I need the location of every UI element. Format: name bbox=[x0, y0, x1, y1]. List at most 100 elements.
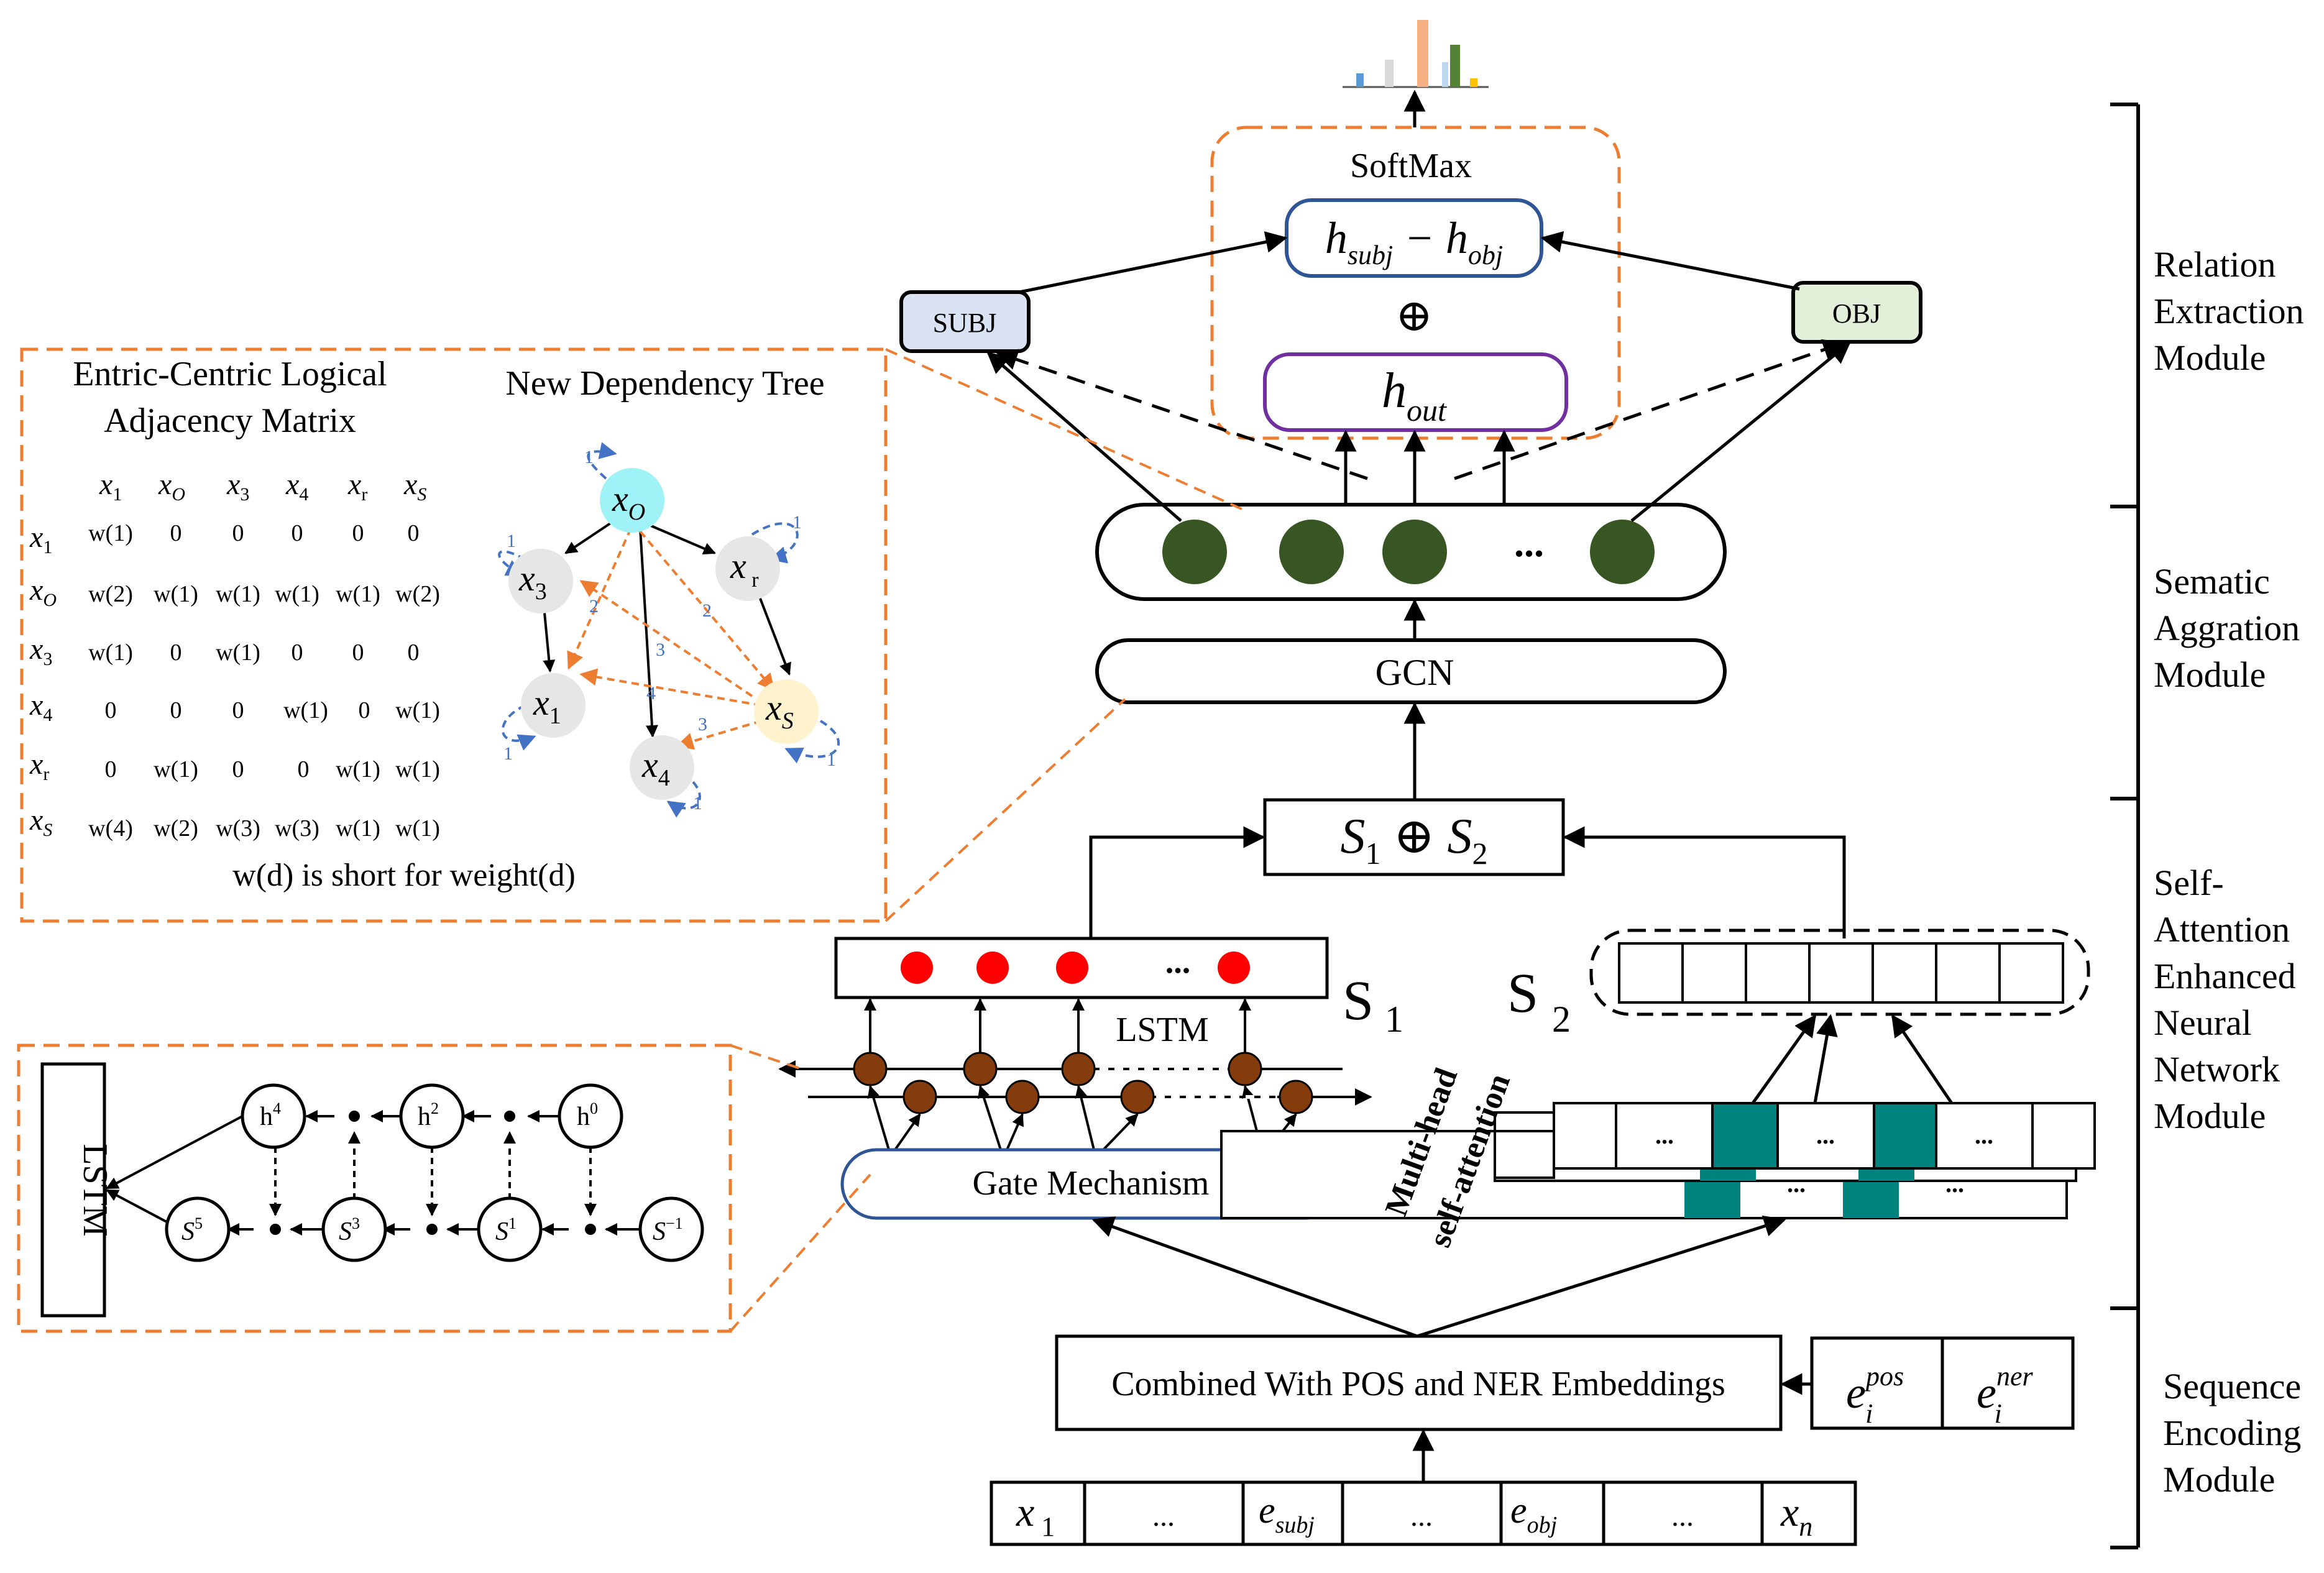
input-ellipsis-2: ... bbox=[1410, 1500, 1433, 1533]
attention-module-line1: Self- bbox=[2154, 863, 2224, 903]
lstm-back-cell-4 bbox=[1228, 1052, 1262, 1086]
lstm-fwd-cell-3 bbox=[1120, 1080, 1155, 1114]
encoding-module-line1: Sequence bbox=[2163, 1366, 2301, 1406]
weight-label: 1 bbox=[584, 447, 594, 467]
svg-text:S1: S1 bbox=[495, 1214, 517, 1246]
aggregation-module-line3: Module bbox=[2154, 654, 2266, 695]
lstm-callout-top bbox=[730, 1044, 802, 1070]
attention-module-line3: Enhanced bbox=[2154, 956, 2296, 996]
relation-module-line2: Extraction bbox=[2154, 291, 2304, 331]
matrix-cell: 0 bbox=[232, 697, 244, 723]
lstm-back-cell-2 bbox=[963, 1052, 998, 1086]
ner-embedding-box bbox=[1940, 1336, 2075, 1430]
tree-node-x3 bbox=[508, 549, 573, 613]
dash-to-obj bbox=[1454, 339, 1845, 480]
s1-subscript: 1 bbox=[1385, 999, 1403, 1040]
svg-text:xO: xO bbox=[29, 574, 57, 610]
lstm-fwd-cell-2 bbox=[1005, 1080, 1040, 1114]
lstm-detail-diagram bbox=[106, 1110, 640, 1236]
node-to-subj-arrow bbox=[986, 351, 1182, 522]
gcn-nodes-ellipsis: ... bbox=[1514, 521, 1544, 565]
attention-ellipsis-1: ... bbox=[1655, 1121, 1674, 1149]
svg-text:x1: x1 bbox=[99, 468, 122, 505]
s1-node-1 bbox=[901, 952, 933, 984]
matrix-cell: w(1) bbox=[283, 697, 328, 723]
matrix-cell: w(1) bbox=[395, 815, 440, 842]
obj-to-diff-arrow bbox=[1540, 231, 1800, 291]
lstm-forward-cells bbox=[903, 1080, 1313, 1114]
matrix-footnote: w(d) is short for weight(d) bbox=[232, 858, 576, 893]
lstm-up-arrows bbox=[864, 998, 1297, 1151]
module-bracket bbox=[2110, 103, 2140, 1549]
h2-node bbox=[399, 1083, 465, 1149]
matrix-cell: w(1) bbox=[395, 756, 440, 782]
matrix-cell: w(2) bbox=[395, 581, 440, 607]
attention-ellipsis-3: ... bbox=[1975, 1121, 1993, 1149]
matrix-cell: w(2) bbox=[88, 581, 133, 607]
svg-text:xr: xr bbox=[29, 748, 49, 784]
matrix-cell: 0 bbox=[408, 520, 420, 546]
matrix-callout-top bbox=[885, 348, 1244, 511]
tree-node-x1 bbox=[521, 673, 586, 738]
s1-node-3 bbox=[1056, 952, 1088, 984]
matrix-cell: 0 bbox=[170, 520, 182, 546]
weight-label: 1 bbox=[507, 531, 516, 551]
embedding-label: Combined With POS and NER Embeddings bbox=[1111, 1365, 1725, 1403]
svg-text:xS: xS bbox=[403, 468, 426, 505]
s1-to-merge-arrow bbox=[1089, 826, 1265, 938]
s1-ellipsis: ... bbox=[1165, 943, 1191, 980]
svg-text:xO: xO bbox=[158, 468, 185, 505]
softmax-label: SoftMax bbox=[1350, 147, 1472, 185]
matrix-cell: 0 bbox=[352, 640, 364, 666]
matrix-title-line2: Adjacency Matrix bbox=[104, 401, 356, 440]
svg-text:x4: x4 bbox=[285, 468, 308, 505]
matrix-cell: 0 bbox=[292, 520, 303, 546]
matrix-cell: w(1) bbox=[395, 697, 440, 723]
matrix-cell: w(1) bbox=[216, 581, 260, 607]
s3-node bbox=[321, 1196, 387, 1262]
attention-head-front bbox=[1553, 1102, 2096, 1170]
obj-label: OBJ bbox=[1832, 298, 1881, 329]
matrix-cell: 0 bbox=[105, 697, 117, 723]
attn-to-s2-arrow-2 bbox=[1813, 1014, 1838, 1104]
dependency-tree: xO x r x3 x1 xS x4 1 1 1 1 1 2 2 3 4 3 1 bbox=[498, 442, 840, 818]
matrix-callout-bottom bbox=[884, 698, 1126, 922]
subj-to-diff-arrow bbox=[1019, 231, 1288, 294]
svg-text:...: ... bbox=[1787, 1170, 1806, 1198]
lstm-back-cell-1 bbox=[853, 1052, 888, 1086]
attn-to-s2-arrow-3 bbox=[1891, 1014, 1954, 1104]
relation-module-line3: Module bbox=[2154, 337, 2266, 378]
s5-node bbox=[165, 1196, 231, 1262]
dist-bar-6 bbox=[1470, 78, 1477, 87]
weight-label: 2 bbox=[589, 596, 599, 617]
s-minus1-node bbox=[638, 1196, 704, 1262]
gcn-node-3 bbox=[1382, 520, 1447, 584]
lstm-back-cell-3 bbox=[1061, 1052, 1096, 1086]
weight-label: 1 bbox=[827, 750, 836, 770]
weight-label: 4 bbox=[646, 683, 656, 704]
s2-to-merge-arrow bbox=[1563, 826, 1846, 938]
weight-label: 3 bbox=[656, 640, 665, 660]
tree-node-xo bbox=[600, 468, 664, 533]
input-sequence bbox=[990, 1480, 1857, 1546]
s1-node-4 bbox=[1218, 952, 1250, 984]
matrix-cell: w(1) bbox=[88, 640, 133, 666]
matrix-panel bbox=[20, 347, 888, 923]
matrix-cell: 0 bbox=[292, 640, 303, 666]
s2-output-region bbox=[1589, 929, 2090, 1016]
tree-node-x4 bbox=[630, 735, 694, 800]
tree-node-xs bbox=[754, 679, 819, 744]
svg-text:xS: xS bbox=[29, 804, 52, 840]
weight-label: 3 bbox=[698, 714, 707, 735]
h0-node bbox=[558, 1083, 623, 1149]
matrix-cell: 0 bbox=[359, 697, 370, 723]
weight-label: 2 bbox=[702, 600, 712, 621]
gcn-node-1 bbox=[1162, 520, 1227, 584]
svg-text:x3: x3 bbox=[29, 633, 52, 669]
matrix-cell: w(2) bbox=[154, 815, 198, 842]
s2-output-cells bbox=[1618, 942, 2064, 1004]
matrix-col-headers: x1 xO x3 x4 xr xS bbox=[99, 468, 426, 505]
matrix-cell: w(3) bbox=[216, 815, 260, 842]
svg-text:x4: x4 bbox=[29, 689, 52, 725]
dist-bar-1 bbox=[1356, 73, 1364, 87]
